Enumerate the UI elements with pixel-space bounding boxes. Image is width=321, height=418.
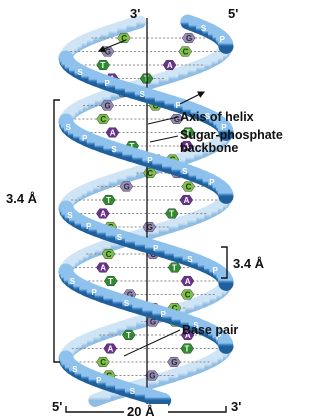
strand-letter: S	[67, 211, 73, 220]
base-pair-label: Base pair	[182, 323, 238, 337]
strand-letter: S	[130, 387, 136, 396]
strand-letter: S	[140, 90, 146, 99]
svg-text:A: A	[100, 210, 106, 219]
svg-text:A: A	[167, 61, 173, 70]
end-label-top-left: 3'	[130, 6, 140, 21]
strand-segment-front	[225, 193, 226, 196]
end-label-bottom-right: 3'	[231, 399, 241, 414]
pitch-bracket	[54, 100, 60, 362]
svg-text:C: C	[185, 291, 191, 300]
base-T: T	[165, 209, 178, 219]
strand-segment-front	[226, 280, 227, 283]
svg-text:G: G	[171, 358, 177, 367]
svg-text:G: G	[186, 34, 192, 43]
base-T: T	[97, 60, 110, 70]
base-A: A	[106, 128, 119, 138]
strand-letter: S	[66, 123, 72, 132]
diameter-measurement-label: 20 Å	[127, 404, 155, 418]
base-C: C	[179, 47, 192, 57]
svg-text:T: T	[169, 210, 174, 219]
svg-text:A: A	[100, 264, 106, 273]
strand-segment-front	[225, 43, 226, 46]
svg-text:G: G	[124, 183, 130, 192]
svg-text:C: C	[100, 358, 106, 367]
strand-letter: S	[124, 299, 130, 308]
svg-text:T: T	[185, 345, 190, 354]
svg-text:T: T	[106, 196, 111, 205]
base-A: A	[96, 263, 109, 273]
base-G: G	[167, 357, 180, 367]
svg-text:T: T	[108, 277, 113, 286]
base-C: C	[181, 290, 194, 300]
base-C: C	[182, 182, 195, 192]
strand-letter: P	[86, 222, 92, 231]
strand-letter: S	[111, 145, 117, 154]
svg-text:T: T	[100, 61, 105, 70]
svg-text:C: C	[106, 250, 112, 259]
svg-text:A: A	[185, 277, 191, 286]
base-G: G	[182, 33, 195, 43]
base-A: A	[96, 209, 109, 219]
strand-letter: S	[70, 277, 76, 286]
base-A: A	[104, 344, 117, 354]
strand-segment-front	[225, 343, 226, 346]
base-T: T	[102, 195, 115, 205]
pitch-measurement-label: 3.4 Å	[6, 191, 38, 206]
backbone-label-line2: backbone	[180, 141, 238, 155]
strand-letter: S	[78, 68, 84, 77]
rise-measurement-label: 3.4 Å	[233, 256, 265, 271]
base-T: T	[168, 263, 181, 273]
strand-letter: P	[161, 310, 167, 319]
strand-letter: P	[213, 266, 219, 275]
backbone-callout-line	[150, 136, 178, 142]
svg-text:A: A	[110, 129, 116, 138]
svg-text:A: A	[108, 345, 114, 354]
backbone-label-line1: Sugar-phosphate	[180, 128, 283, 142]
end-label-top-right: 5'	[228, 6, 238, 21]
svg-text:C: C	[100, 115, 106, 124]
svg-text:C: C	[186, 183, 192, 192]
strand-letter: P	[220, 35, 226, 44]
base-A: A	[180, 195, 193, 205]
strand-letter: S	[201, 24, 207, 33]
strand-letter: P	[153, 244, 159, 253]
axis-of-helix-label: Axis of helix	[180, 110, 254, 124]
base-A: A	[181, 276, 194, 286]
svg-text:A: A	[184, 196, 190, 205]
svg-text:G: G	[149, 372, 155, 381]
base-T: T	[181, 344, 194, 354]
svg-text:C: C	[183, 48, 189, 57]
base-T: T	[104, 276, 117, 286]
base-C: C	[97, 114, 110, 124]
strand-letter: S	[187, 255, 193, 264]
strand-letter: P	[176, 101, 182, 110]
strand-letter: S	[182, 167, 188, 176]
strand-letter: P	[147, 156, 153, 165]
strand-letter: P	[105, 79, 111, 88]
strand-letter: S	[117, 233, 123, 242]
svg-text:T: T	[172, 264, 177, 273]
end-label-bottom-left: 5'	[52, 399, 62, 414]
base-C: C	[96, 357, 109, 367]
svg-text:T: T	[126, 331, 131, 340]
strand-letter: P	[209, 178, 215, 187]
strand-segment-back	[95, 397, 104, 400]
strand-letter: P	[92, 288, 98, 297]
strand-letter: P	[96, 376, 102, 385]
svg-text:G: G	[105, 102, 111, 111]
strand-segment-front	[152, 397, 163, 400]
strand-letter: P	[82, 134, 88, 143]
base-T: T	[122, 330, 135, 340]
strand-letter: S	[72, 365, 78, 374]
svg-text:C: C	[147, 169, 153, 178]
